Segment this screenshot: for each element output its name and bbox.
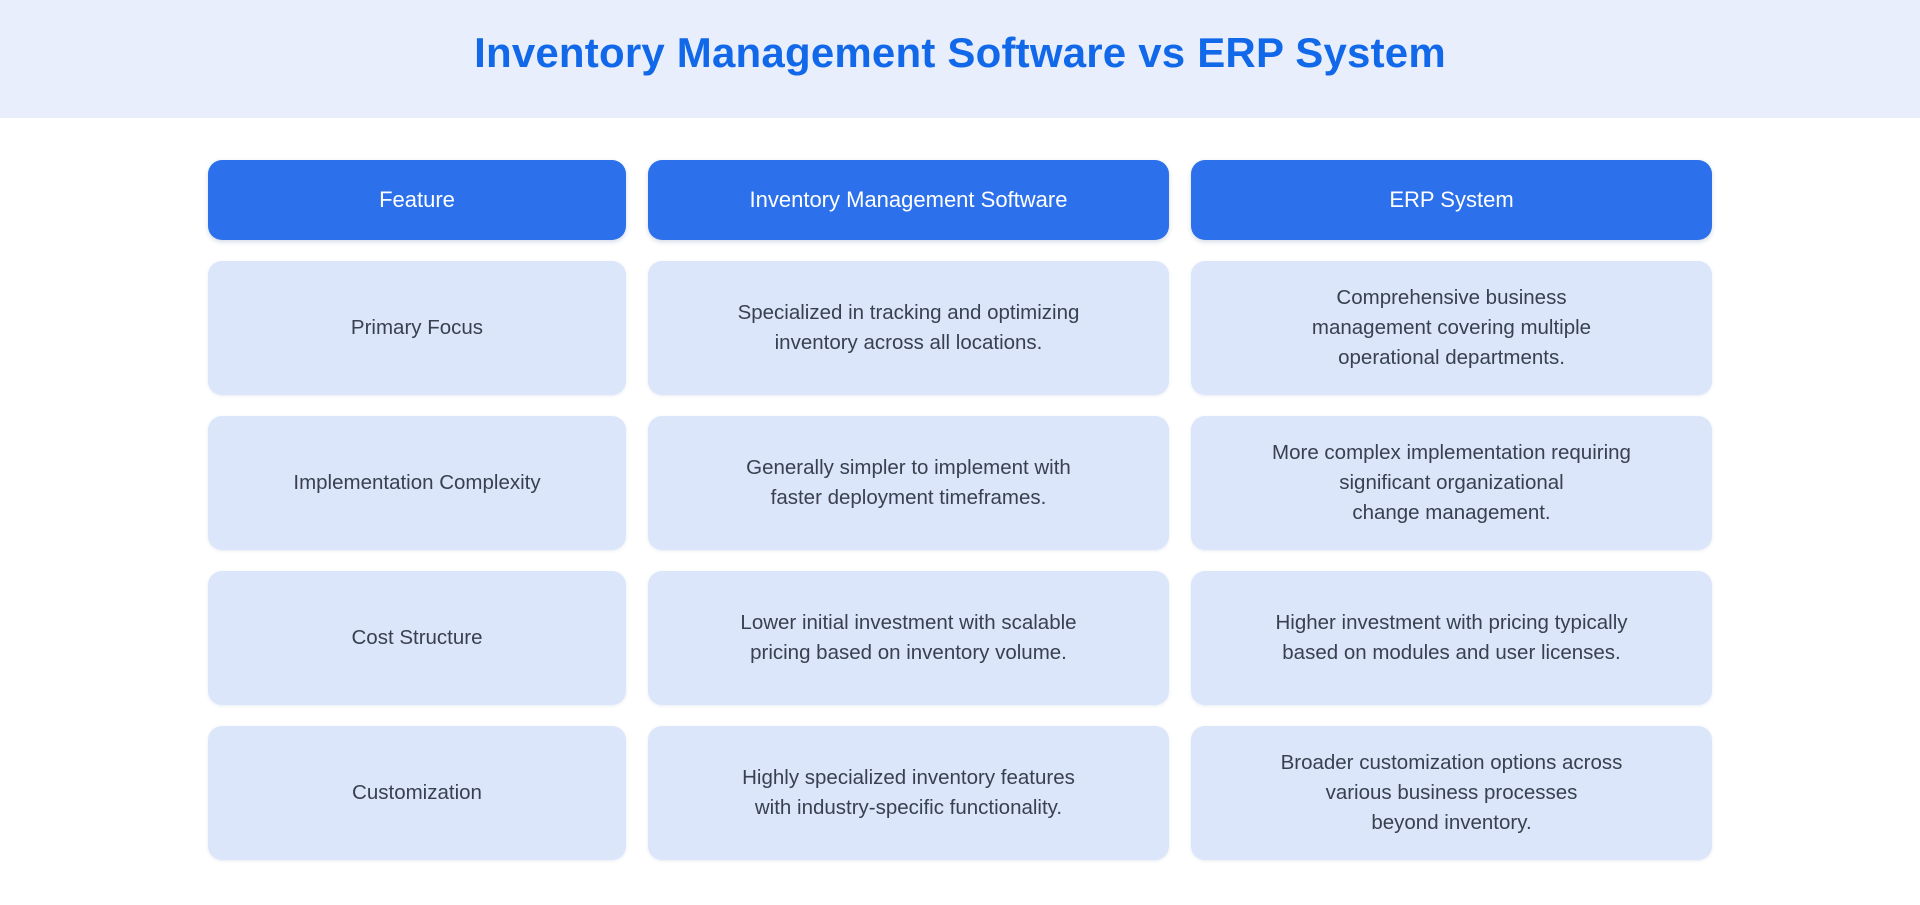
row-customization-ims-cell: Highly specialized inventory features wi… [648,726,1169,860]
row-customization-feature-cell: Customization [208,726,626,860]
row-cost-structure-feature-cell: Cost Structure [208,571,626,705]
row-implementation-complexity-feature-cell: Implementation Complexity [208,416,626,550]
column-header-erp-system: ERP System [1191,160,1712,240]
column-header-feature: Feature [208,160,626,240]
row-implementation-complexity-ims-cell: Generally simpler to implement with fast… [648,416,1169,550]
row-primary-focus-erp-cell: Comprehensive business management coveri… [1191,261,1712,395]
column-header-inventory-management-software: Inventory Management Software [648,160,1169,240]
row-cost-structure-ims-cell: Lower initial investment with scalable p… [648,571,1169,705]
page-title: Inventory Management Software vs ERP Sys… [474,29,1446,76]
row-primary-focus-feature-cell: Primary Focus [208,261,626,395]
row-cost-structure-erp-cell: Higher investment with pricing typically… [1191,571,1712,705]
comparison-table: Feature Inventory Management Software ER… [208,160,1712,860]
row-implementation-complexity-erp-cell: More complex implementation requiring si… [1191,416,1712,550]
row-customization-erp-cell: Broader customization options across var… [1191,726,1712,860]
row-primary-focus-ims-cell: Specialized in tracking and optimizing i… [648,261,1169,395]
title-band: Inventory Management Software vs ERP Sys… [0,0,1920,118]
